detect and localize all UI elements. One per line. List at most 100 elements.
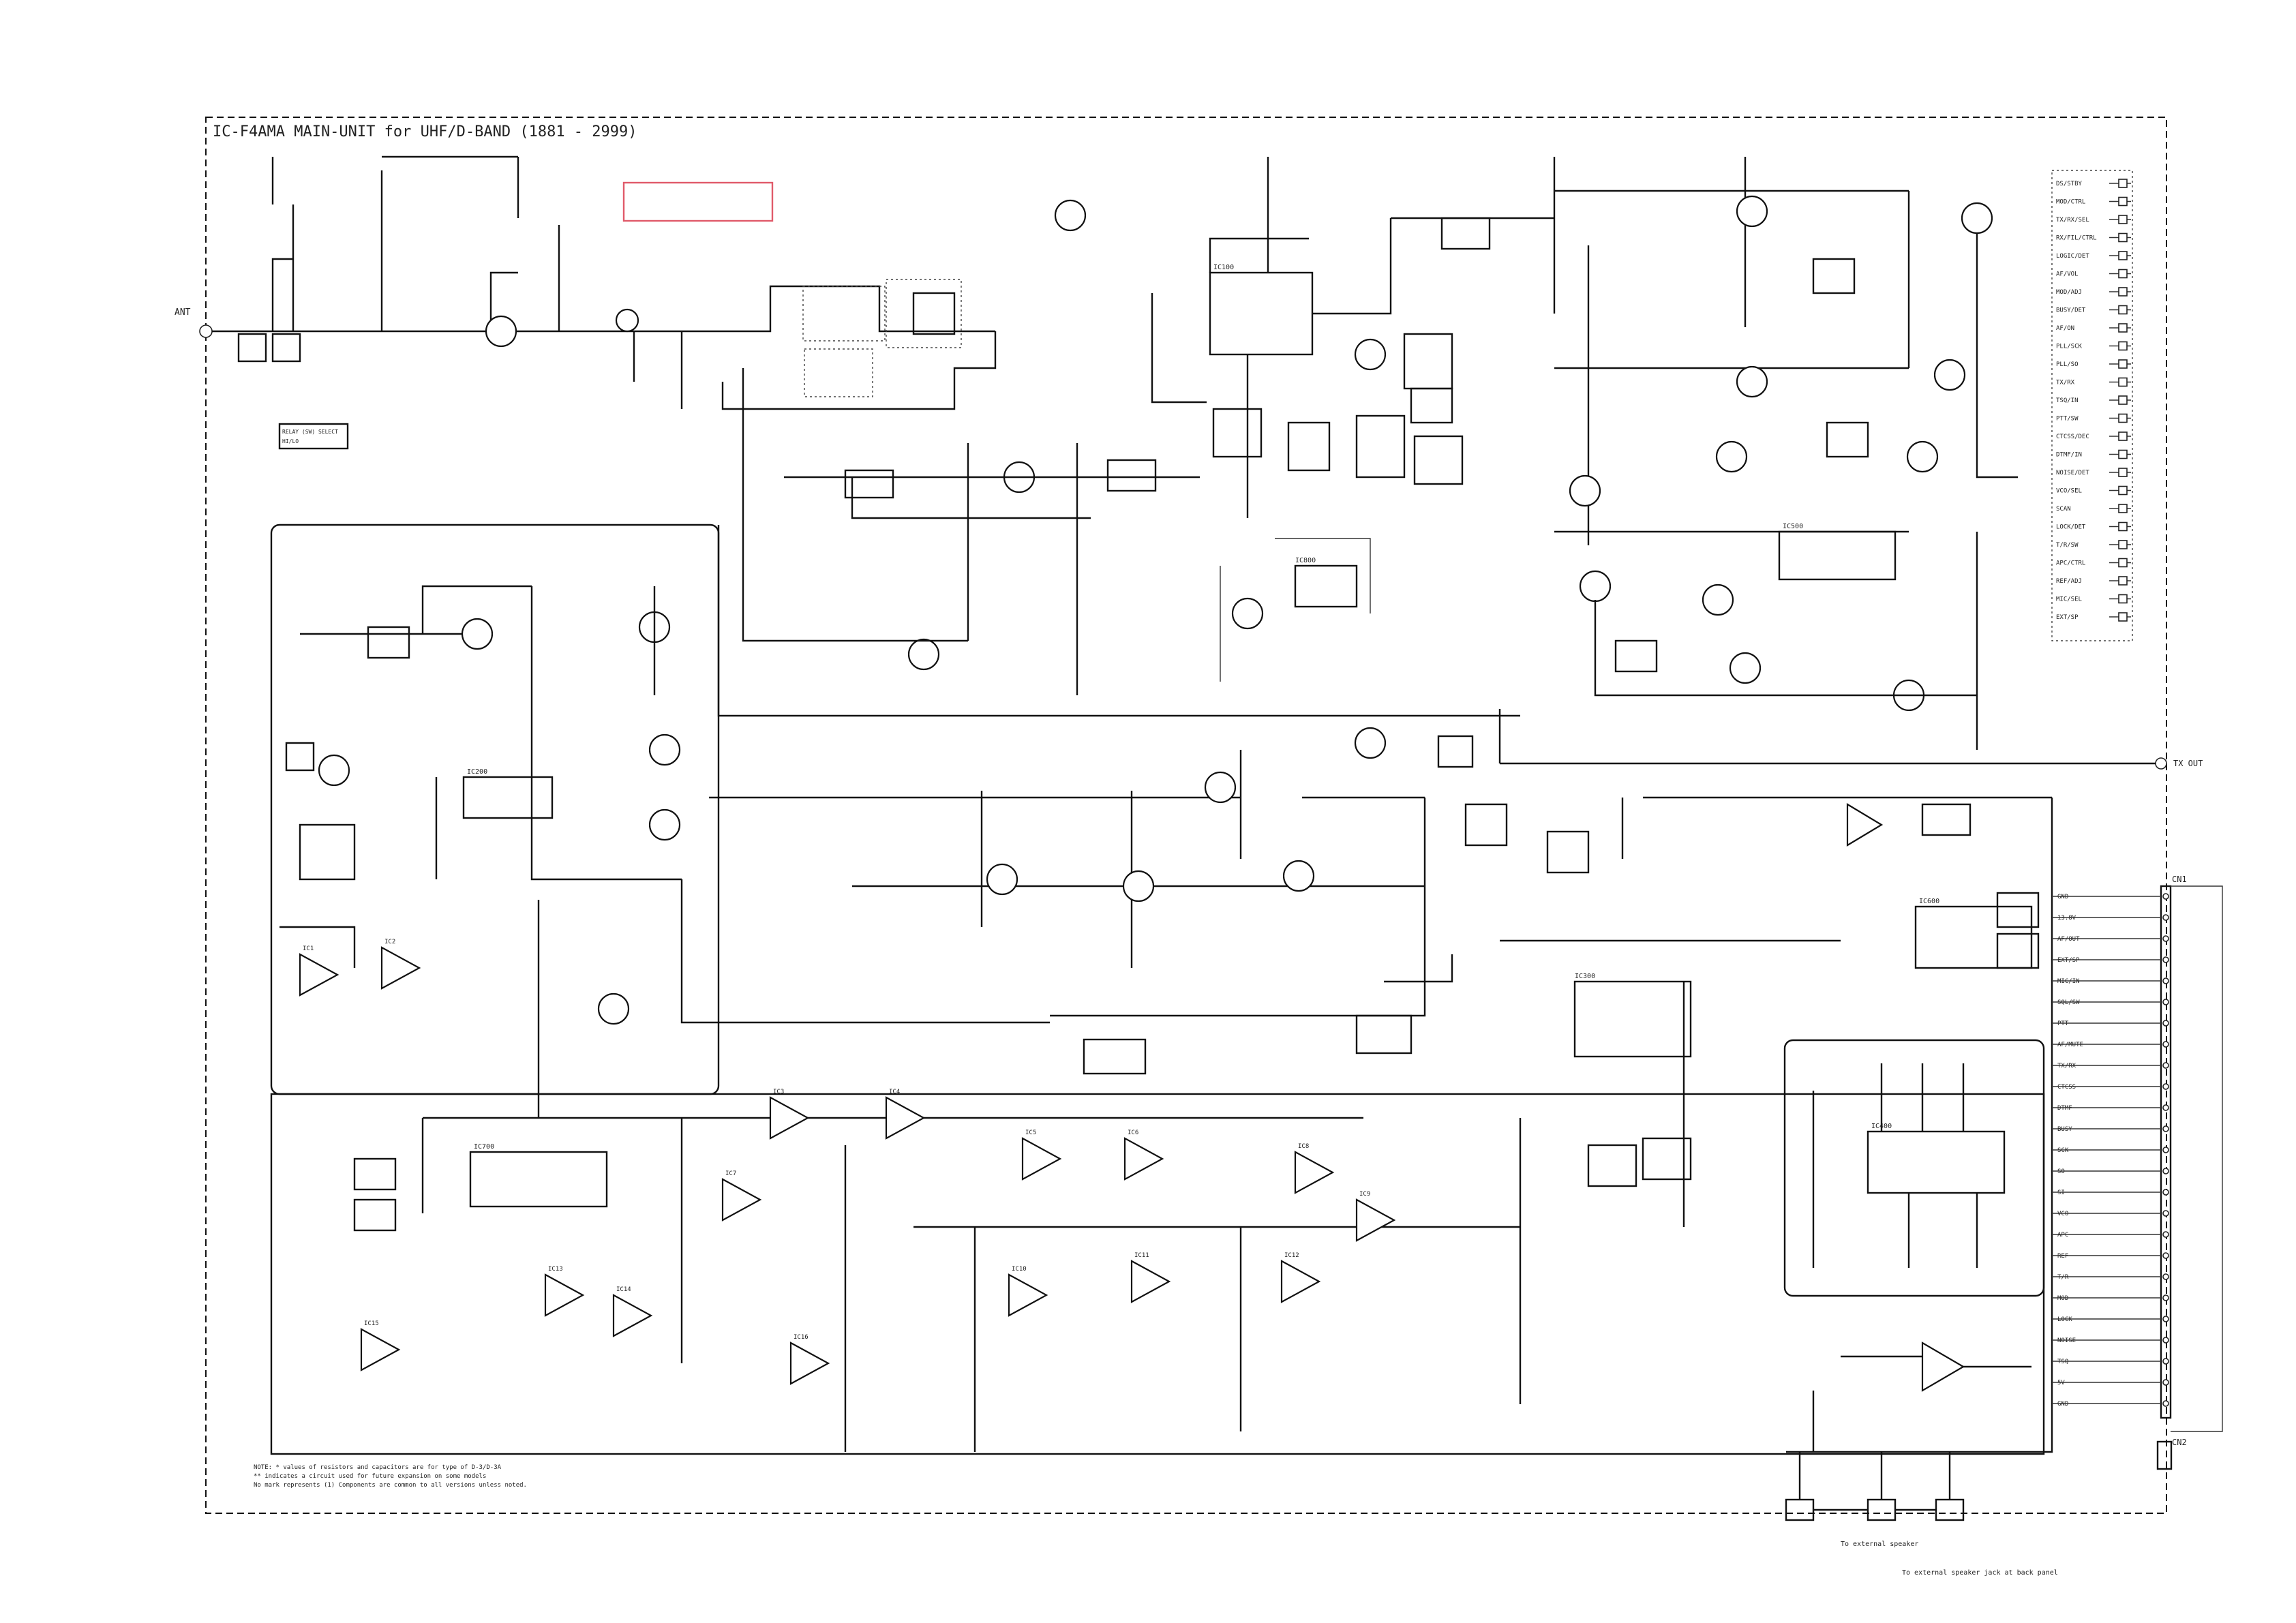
if-ic (462, 776, 554, 819)
tx-ic (1778, 530, 1897, 581)
speaker-jacks: To external speaker To external speaker … (1785, 1452, 2058, 1577)
signal-label: MIC/SEL (2056, 596, 2082, 603)
notes: NOTE: * values of resistors and capacito… (254, 1464, 527, 1489)
audio-ic-left (469, 1151, 608, 1208)
ext-speaker-label: To external speaker (1841, 1541, 1918, 1548)
signal-label: DS/STBY (2056, 181, 2083, 187)
tx-out-label: TX OUT (2173, 759, 2203, 768)
legend-box: RELAY (SW) SELECT HI/LO (278, 423, 349, 450)
opamp-label: IC3 (773, 1089, 784, 1095)
connector-pin-label: LOCK (2057, 1316, 2072, 1323)
connector-pin-label: VCO (2057, 1211, 2068, 1217)
control-ic (1573, 980, 1692, 1058)
signal-label: BUSY/DET (2056, 307, 2086, 314)
connector-pin-label: AF/MUTE (2057, 1042, 2083, 1048)
tx-section: TX OUT (1498, 157, 2203, 770)
opamp-label: IC14 (616, 1286, 631, 1293)
opamp-symbol (380, 946, 421, 990)
opamp-symbol (1280, 1260, 1321, 1303)
signal-label: LOGIC/DET (2056, 253, 2089, 260)
connector-pin-label: SI (2057, 1189, 2065, 1196)
rf-section-top: ANT (175, 155, 1200, 695)
opamp-symbol (544, 1273, 585, 1317)
ic-label: IC100 (1213, 264, 1234, 271)
connector-pin-label: SO (2057, 1168, 2065, 1175)
opamp-symbol (1294, 1151, 1335, 1194)
legend-line-1: RELAY (SW) SELECT (282, 429, 338, 435)
opamp-symbol (769, 1096, 810, 1140)
lower-right-ic-box (1783, 1039, 2045, 1452)
opamp-label: IC8 (1298, 1143, 1309, 1150)
signal-label: NOISE/DET (2056, 470, 2089, 476)
cpu-ic (1867, 1130, 2006, 1194)
connector-pin-label: NOISE (2057, 1337, 2076, 1344)
signal-label: T/R/SW (2056, 542, 2079, 549)
ic-label: IC600 (1919, 898, 1939, 905)
opamp-label: IC5 (1025, 1129, 1036, 1136)
opamp-symbol (1130, 1260, 1171, 1303)
connector-pin-label: CTCSS (2057, 1084, 2076, 1091)
q1-transistor (485, 315, 517, 348)
if-section (270, 524, 1520, 1118)
connector-pin-label: PTT (2057, 1020, 2069, 1027)
opamp-symbol (721, 1178, 762, 1222)
highlight-box (622, 181, 774, 222)
ic-label: IC500 (1783, 523, 1803, 530)
sheet-title: IC-F4AMA MAIN-UNIT for UHF/D-BAND (1881 … (213, 123, 637, 140)
connector-pin-label: SQL/SW (2057, 999, 2080, 1006)
connector-pin-label: 5V (2057, 1380, 2065, 1386)
connector-pin-label: GND (2057, 894, 2068, 900)
ic-label: IC300 (1575, 973, 1595, 980)
ic-label: IC800 (1295, 557, 1316, 564)
signal-label: CTCSS/DEC (2056, 434, 2089, 440)
connector-pin-label: DTMF (2057, 1105, 2072, 1112)
connector-pin-label: APC (2057, 1232, 2068, 1239)
signal-label: DTMF/IN (2056, 452, 2082, 459)
signal-label: AF/ON (2056, 325, 2074, 332)
audio-opamps (270, 939, 2045, 1455)
tx-out-terminal (2155, 757, 2167, 770)
signal-label: LOCK/DET (2056, 524, 2086, 531)
antenna-label: ANT (175, 307, 191, 318)
opamp-label: IC4 (889, 1089, 900, 1095)
pll-ic (1209, 271, 1314, 356)
signal-label: EXT/SP (2056, 614, 2079, 621)
connector-pin-label: MIC/IN (2057, 978, 2080, 985)
opamp-symbol (1355, 1198, 1396, 1242)
opamp-label: IC13 (548, 1266, 563, 1273)
note-2: ** indicates a circuit used for future e… (254, 1473, 486, 1480)
opamp-symbol (1123, 1137, 1164, 1181)
connector-pin-label: REF (2057, 1253, 2068, 1260)
signal-label: TSQ/IN (2056, 397, 2079, 404)
signal-label: APC/CTRL (2056, 560, 2085, 567)
connector-pin-label: SCK (2057, 1147, 2069, 1154)
ic-label: IC700 (474, 1143, 494, 1151)
right-signal-list: DS/STBYMOD/CTRLTX/RX/SELRX/FIL/CTRLLOGIC… (2051, 170, 2133, 641)
opamp-symbol (885, 1096, 926, 1140)
opamp-label: IC16 (794, 1334, 809, 1341)
signal-label: VCO/SEL (2056, 488, 2082, 495)
note-1: NOTE: * values of resistors and capacito… (254, 1464, 502, 1471)
signal-label: PLL/SCK (2056, 344, 2083, 350)
opamp-symbol (612, 1294, 653, 1337)
audio-ic-right (1914, 905, 2033, 969)
opamp-label: IC1 (303, 945, 314, 952)
signal-label: PTT/SW (2056, 416, 2079, 423)
legend-line-2: HI/LO (282, 438, 299, 444)
connector-pin-label: EXT/SP (2057, 957, 2080, 964)
connector-pin-label: TSQ (2057, 1359, 2068, 1365)
signal-label: AF/VOL (2056, 271, 2079, 278)
connector-pin-label: MOD (2057, 1295, 2068, 1302)
ic-label: IC400 (1871, 1123, 1892, 1130)
signal-label: MOD/ADJ (2056, 289, 2082, 296)
signal-label: RX/FIL/CTRL (2056, 235, 2097, 242)
signal-label: TX/RX (2056, 380, 2075, 386)
signal-label: SCAN (2056, 506, 2071, 513)
connector-bottom-label: CN2 (2172, 1438, 2187, 1447)
opamp-label: IC10 (1012, 1266, 1027, 1273)
signal-label: REF/ADJ (2056, 578, 2082, 585)
opamp-label: IC11 (1134, 1252, 1149, 1259)
note-3: No mark represents (1) Components are co… (254, 1482, 527, 1489)
outer-border (205, 117, 2167, 1514)
